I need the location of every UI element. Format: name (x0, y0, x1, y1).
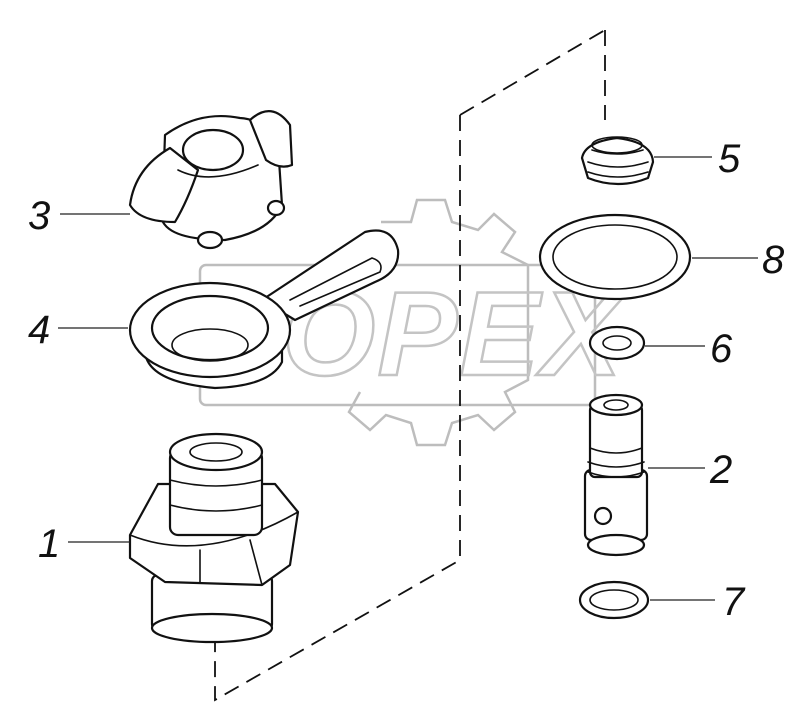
part-3-cap (128, 110, 294, 250)
part-1-fitting (128, 432, 300, 644)
valve-grooves (587, 447, 645, 478)
plug-body (580, 136, 655, 186)
fitting-lower-end (150, 612, 274, 644)
callout-7: 7 (722, 580, 746, 624)
large-ring-outer (538, 213, 692, 301)
callout-2: 2 (709, 448, 732, 492)
strap-slot (289, 257, 382, 307)
valve-top-bore (603, 399, 629, 411)
callout-8: 8 (762, 238, 785, 282)
large-ring-inner (552, 224, 678, 290)
part-2-valve-core (583, 393, 649, 557)
valve-bottom (586, 533, 646, 557)
watermark-gear-outline (347, 198, 530, 447)
fitting-hex-edges (129, 511, 299, 586)
callout-5: 5 (718, 137, 741, 181)
fitting-top-opening (168, 432, 264, 472)
small-washer-outer (588, 325, 646, 361)
small-washer-inner (602, 335, 632, 351)
assembly-boundary-line (214, 29, 606, 702)
part-7-bottom-washer (578, 580, 650, 620)
part-6-small-washer (588, 325, 646, 361)
ring-bore (171, 328, 249, 362)
cap-left-wing (128, 146, 200, 224)
cap-side-line (177, 164, 259, 178)
cap-top-knob (181, 128, 245, 172)
callout-4: 4 (28, 308, 50, 352)
part-8-large-ring (538, 213, 692, 301)
ring-inner (150, 294, 270, 362)
valve-top (588, 393, 644, 417)
fitting-top-bore (189, 442, 243, 462)
plug-threads (587, 149, 649, 178)
callout-3: 3 (28, 194, 50, 238)
valve-lower-body (583, 468, 649, 542)
cap-bottom-nub (196, 230, 224, 250)
callout-numbers: 1 2 3 4 5 6 7 8 (28, 137, 785, 624)
bottom-washer-inner (589, 589, 639, 611)
plug-top (591, 136, 643, 154)
bottom-washer-outer (578, 580, 650, 620)
cap-right-wing (248, 110, 294, 168)
valve-side-hole (593, 506, 613, 526)
part-4-ring-strap (128, 229, 400, 390)
part-5-spring-plug (580, 136, 655, 186)
leader-lines (58, 156, 758, 601)
cap-right-nub (266, 199, 286, 217)
fitting-thread-grooves (169, 479, 263, 512)
callout-6: 6 (710, 327, 733, 371)
callout-1: 1 (38, 522, 60, 566)
